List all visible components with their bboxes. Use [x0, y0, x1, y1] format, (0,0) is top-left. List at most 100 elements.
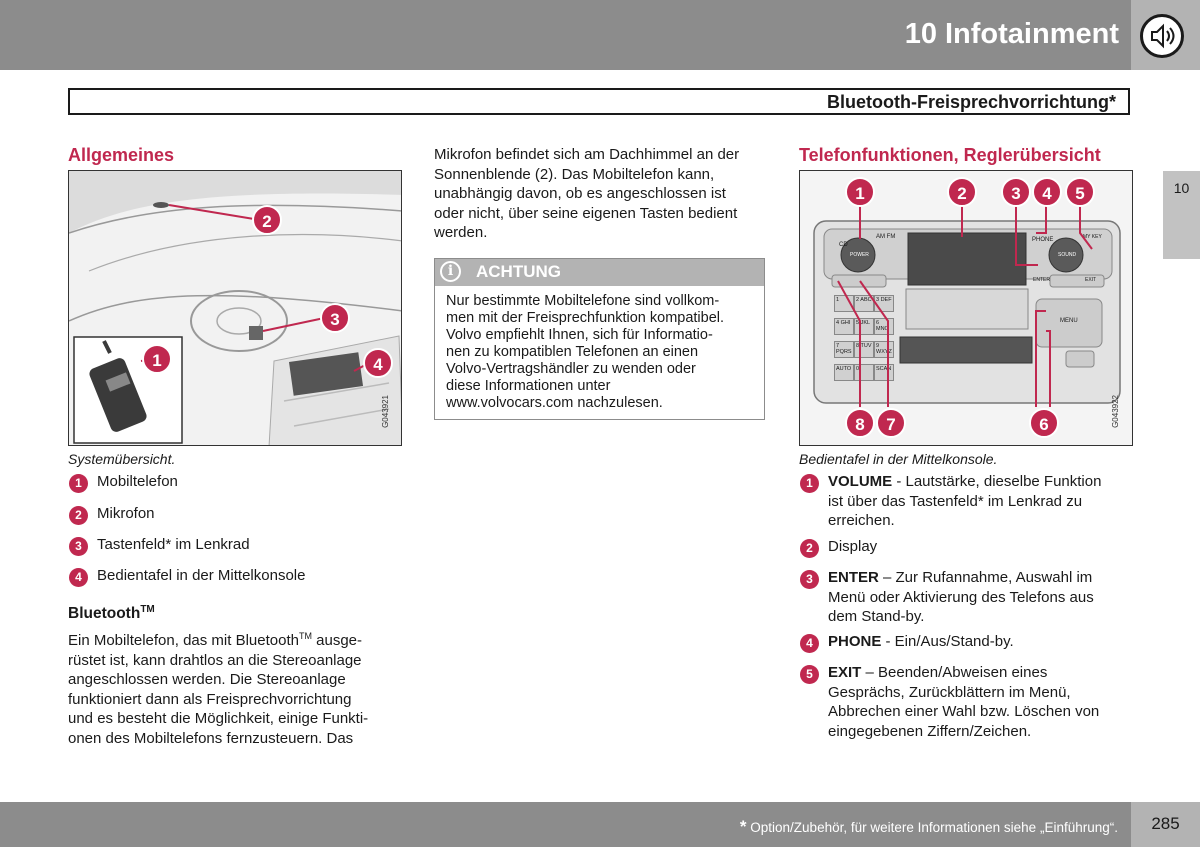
list-item-text: EXIT – Beenden/Abweisen eines Gesprächs,… [828, 663, 1148, 741]
page-number-box [1131, 802, 1200, 847]
keypad-key-auto: AUTO [834, 364, 854, 381]
panel-keypad: 1 2 ABC 3 DEF 4 GHI 5 JKL 6 MNO 7 PQRS 8… [834, 295, 896, 381]
chapter-header-bar [0, 0, 1131, 70]
paragraph-line: werden. [434, 224, 488, 241]
figure-callout-4: 4 [1032, 177, 1062, 207]
list-item-text: VOLUME - Lautstärke, dieselbe Funktion i… [828, 472, 1148, 531]
item-line: dem Stand-by. [828, 608, 925, 625]
panel-label-menu: MENU [1060, 318, 1078, 324]
paragraph-line: und es besteht die Möglichkeit, einige F… [68, 710, 369, 727]
line-text: Ein Mobiltelefon, das mit Bluetooth [68, 632, 299, 649]
item-line: EXIT – Beenden/Abweisen eines [828, 663, 1148, 683]
list-item-number: 1 [800, 474, 819, 493]
center-console-illustration [800, 171, 1132, 445]
keypad-key: 4 GHI [834, 318, 854, 335]
figure-callout-4: 4 [363, 348, 393, 378]
item-line: ENTER – Zur Rufannahme, Auswahl im [828, 568, 1148, 588]
keypad-key: 2 ABC [854, 295, 874, 312]
paragraph-line: funktioniert dann als Freisprechvorricht… [68, 690, 352, 708]
figure-callout-3: 3 [320, 303, 350, 333]
panel-label-sound: SOUND [1058, 252, 1077, 258]
footer-bar [0, 802, 1131, 847]
list-item-text: ENTER – Zur Rufannahme, Auswahl im Menü … [828, 568, 1148, 627]
keypad-key: 7 PQRS [834, 341, 854, 358]
figure-callout-6: 6 [1029, 408, 1059, 438]
item-line: eingegebenen Ziffern/Zeichen. [828, 722, 1032, 740]
item-line-text: – Beenden/Abweisen eines [861, 664, 1048, 681]
warning-header [435, 259, 764, 286]
warning-line: www.volvocars.com nachzulesen. [446, 395, 663, 411]
speaker-icon [1140, 14, 1184, 58]
bluetooth-heading-text: Bluetooth [68, 605, 141, 623]
item-line: Menü oder Aktivierung des Telefons aus [828, 588, 1094, 606]
center-console-figure: CD AM FM POWER PHONE SOUND MY KEY ENTER … [799, 170, 1133, 446]
item-line: Abbrechen einer Wahl bzw. Löschen von [828, 703, 1100, 720]
page-number: 285 [1151, 814, 1180, 833]
item-line-text: - Ein/Aus/Stand-by. [881, 633, 1014, 650]
list-item-text: PHONE - Ein/Aus/Stand-by. [828, 632, 1014, 652]
item-keyword: VOLUME [828, 473, 893, 490]
warning-box [434, 258, 765, 420]
heading-allgemeines: Allgemeines [68, 145, 175, 165]
warning-line: men mit der Freisprechfunktion kompatibe… [446, 310, 725, 326]
figure-callout-8: 8 [845, 408, 875, 438]
car-interior-illustration [69, 171, 401, 445]
bluetooth-heading: BluetoothTM [68, 604, 155, 623]
panel-label-exit: EXIT [1085, 277, 1097, 283]
item-line-text: - Lautstärke, dieselbe Funktion [892, 473, 1102, 490]
section-title: Bluetooth-Freisprechvorrichtung* [826, 92, 1116, 112]
figure-caption-left: Systemübersicht. [68, 451, 176, 467]
item-keyword: PHONE [828, 633, 882, 650]
list-item-number: 4 [69, 568, 88, 587]
list-item-text: Bedientafel in der Mittelkonsole [97, 567, 306, 584]
warning-line: Nur bestimmte Mobiltelefone sind vollkom… [446, 293, 720, 309]
panel-label-cd: CD [839, 242, 848, 248]
item-keyword: ENTER [828, 569, 879, 586]
warning-text: Nur bestimmte Mobiltelefone sind vollkom… [446, 293, 762, 412]
figure-code: G043921 [381, 395, 390, 428]
panel-label-phone: PHONE [1032, 237, 1054, 243]
paragraph-line: Ein Mobiltelefon, das mit BluetoothTM au… [68, 627, 408, 651]
info-icon: i [440, 261, 461, 282]
warning-line: Volvo empfiehlt Ihnen, sich für Informat… [446, 327, 713, 343]
item-line-text: – Zur Rufannahme, Auswahl im [878, 569, 1093, 586]
list-item-number: 3 [69, 537, 88, 556]
paragraph-line: unabhängig davon, ob es angeschlossen is… [434, 185, 726, 202]
figure-callout-2: 2 [252, 205, 282, 235]
item-keyword: EXIT [828, 664, 862, 681]
list-item-number: 3 [800, 570, 819, 589]
figure-callout-7: 7 [876, 408, 906, 438]
item-line: ist über das Tastenfeld* im Lenkrad zu [828, 492, 1083, 510]
list-item-text: Tastenfeld* im Lenkrad [97, 536, 250, 553]
warning-title: ACHTUNG [476, 262, 561, 281]
panel-label-power: POWER [850, 252, 869, 258]
panel-label-amfm: AM FM [876, 234, 896, 240]
paragraph-line: Mikrofon befindet sich am Dachhimmel an … [434, 146, 740, 163]
list-item-number: 2 [69, 506, 88, 525]
figure-caption-right: Bedientafel in der Mittelkonsole. [799, 451, 998, 467]
paragraph-line: angeschlossen werden. Die Stereoanlage [68, 671, 346, 688]
tm-sup: TM [298, 631, 312, 641]
list-item-text: Mikrofon [97, 505, 155, 522]
paragraph-line: Sonnenblende (2). Das Mobiltelefon kann, [434, 165, 715, 183]
paragraph-line: oder nicht, über seine eigenen Tasten be… [434, 204, 738, 222]
figure-callout-5: 5 [1065, 177, 1095, 207]
list-item-number: 4 [800, 634, 819, 653]
figure-callout-2: 2 [947, 177, 977, 207]
warning-line: diese Informationen unter [446, 378, 611, 394]
bluetooth-heading-sup: TM [140, 604, 155, 615]
warning-line: Volvo-Vertragshändler zu wenden oder [446, 361, 696, 377]
bluetooth-paragraph: Ein Mobiltelefon, das mit BluetoothTM au… [68, 627, 408, 748]
list-item-number: 5 [800, 665, 819, 684]
footnote-asterisk: * [739, 817, 747, 836]
heading-telefonfunktionen: Telefonfunktionen, Reglerübersicht [799, 145, 1101, 165]
list-item-number: 2 [800, 539, 819, 558]
system-overview-figure: 2 3 4 1 G043921 [68, 170, 402, 446]
figure-code: G043922 [1111, 395, 1120, 428]
item-line: Gesprächs, Zurückblättern im Menü, [828, 683, 1071, 701]
chapter-side-tab[interactable]: 10 [1163, 171, 1200, 259]
footnote-text: Option/Zubehör, für weitere Informatione… [750, 820, 1118, 835]
item-line: VOLUME - Lautstärke, dieselbe Funktion [828, 472, 1148, 492]
chapter-title: 10 Infotainment [904, 18, 1119, 50]
list-item-number: 1 [69, 474, 88, 493]
